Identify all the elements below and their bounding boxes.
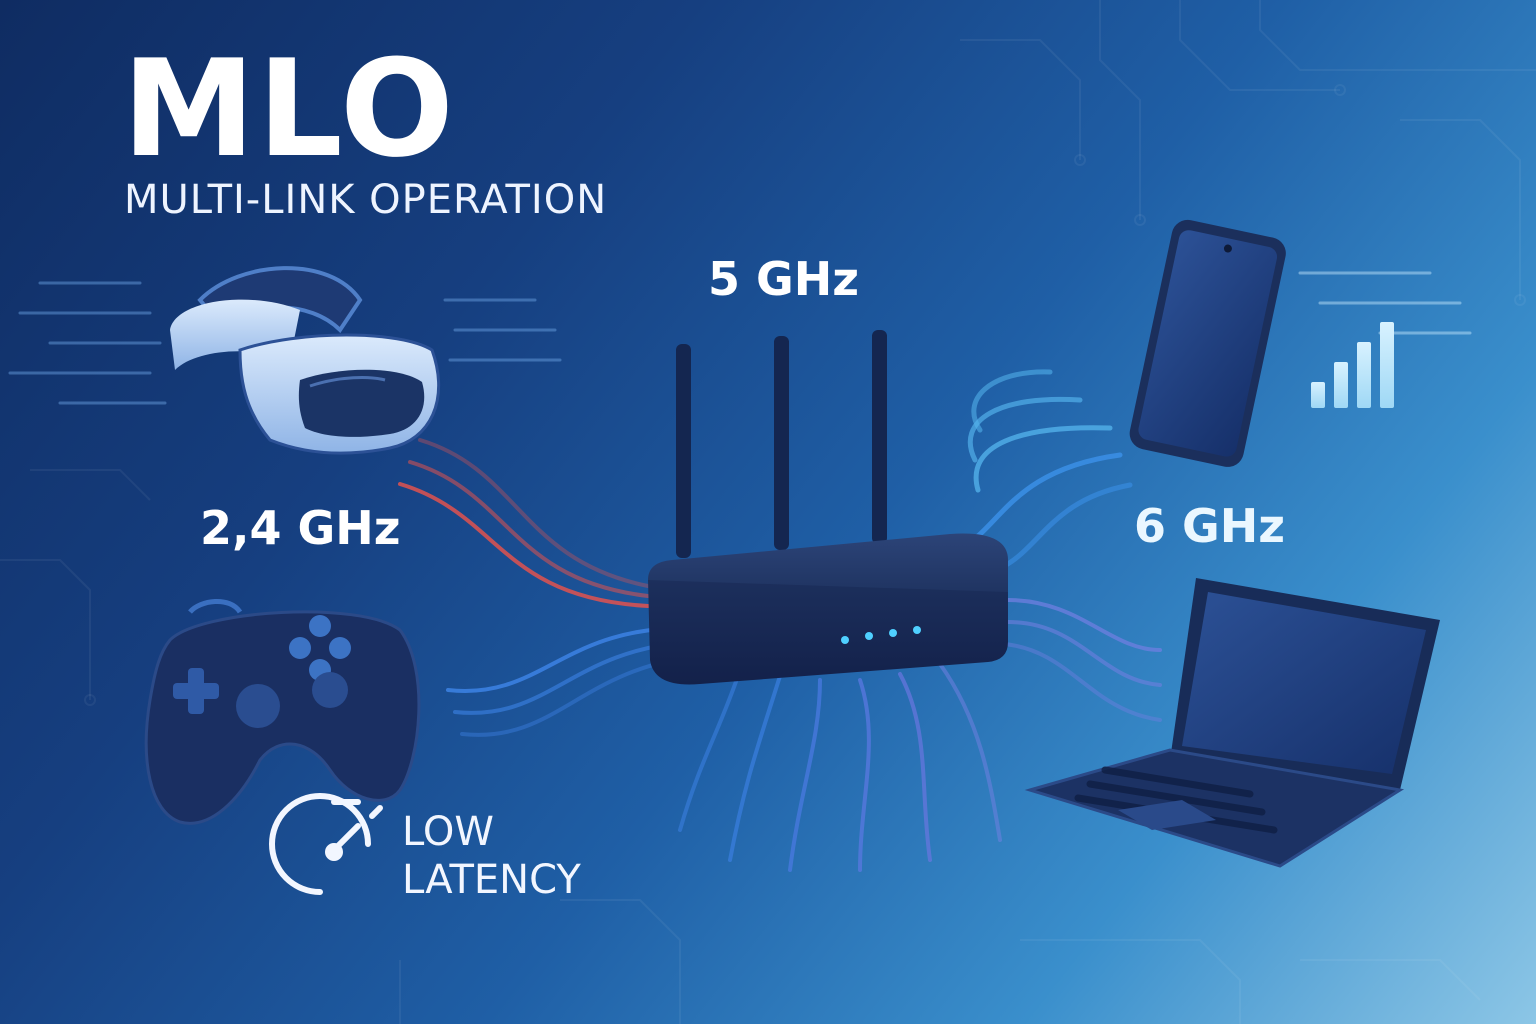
router-icon — [648, 330, 1008, 685]
vr-headset-icon — [170, 266, 441, 455]
low-latency-label: LOW LATENCY — [402, 808, 581, 904]
router-led — [889, 629, 897, 637]
band-label-5ghz: 5 GHz — [708, 252, 860, 306]
page-subtitle: MULTI-LINK OPERATION — [124, 177, 608, 223]
dpad-icon — [173, 668, 219, 714]
speed-lines-left — [8, 281, 562, 405]
band-label-2-4ghz: 2,4 GHz — [200, 501, 401, 555]
smartphone-icon — [1129, 219, 1286, 467]
router-led — [913, 626, 921, 634]
band-label-6ghz: 6 GHz — [1134, 499, 1286, 553]
signal-bars-icon — [1311, 322, 1394, 408]
speed-lines-right — [1298, 271, 1472, 335]
waves-5ghz-down — [678, 662, 1002, 872]
gamepad-icon — [144, 598, 421, 825]
waves-6ghz-laptop — [1002, 598, 1162, 722]
router-led — [865, 632, 873, 640]
router-led — [841, 636, 849, 644]
waves-2-4ghz — [398, 438, 650, 608]
low-latency-line1: LOW — [402, 809, 494, 855]
low-latency-line2: LATENCY — [402, 857, 581, 903]
laptop-icon — [1024, 578, 1440, 868]
page-title: MLO — [122, 31, 456, 187]
stopwatch-icon — [269, 793, 383, 895]
